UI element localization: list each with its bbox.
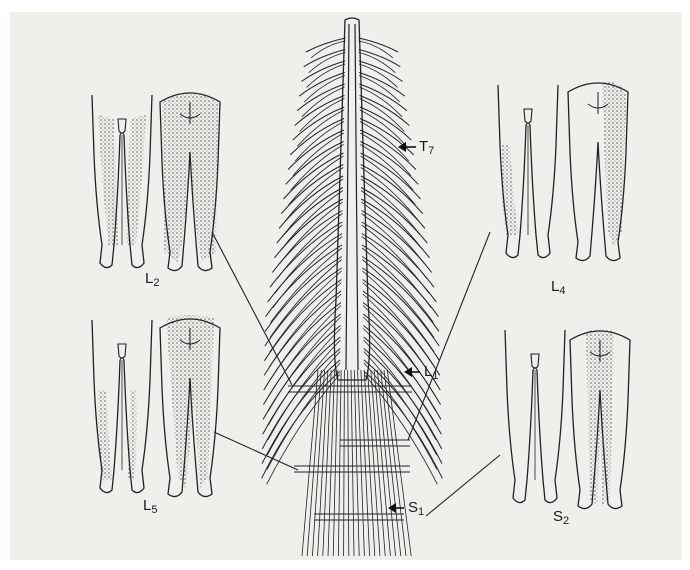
label-l4-number: 4 bbox=[559, 285, 565, 297]
label-t7-number: 7 bbox=[428, 145, 434, 157]
label-l2-number: 2 bbox=[153, 277, 159, 289]
label-s1: S1 bbox=[408, 499, 424, 518]
label-s2: S2 bbox=[553, 508, 569, 527]
connector-s2 bbox=[426, 455, 500, 516]
label-l2: L2 bbox=[145, 270, 159, 289]
label-s2-letter: S bbox=[553, 508, 563, 525]
label-l5-number: 5 bbox=[151, 504, 157, 516]
label-s1-number: 1 bbox=[418, 506, 424, 518]
label-t7: T7 bbox=[419, 138, 434, 157]
connector-l2 bbox=[212, 232, 292, 385]
label-l1: L1 bbox=[424, 363, 438, 382]
spinal-cord bbox=[262, 18, 443, 556]
label-s1-letter: S bbox=[408, 499, 418, 516]
connector-l4 bbox=[408, 232, 490, 440]
connector-lines bbox=[212, 232, 500, 516]
label-s2-number: 2 bbox=[563, 515, 569, 527]
label-l1-number: 1 bbox=[432, 370, 438, 382]
label-l4: L4 bbox=[551, 278, 565, 297]
label-l5: L5 bbox=[143, 497, 157, 516]
label-t7-letter: T bbox=[419, 138, 428, 155]
